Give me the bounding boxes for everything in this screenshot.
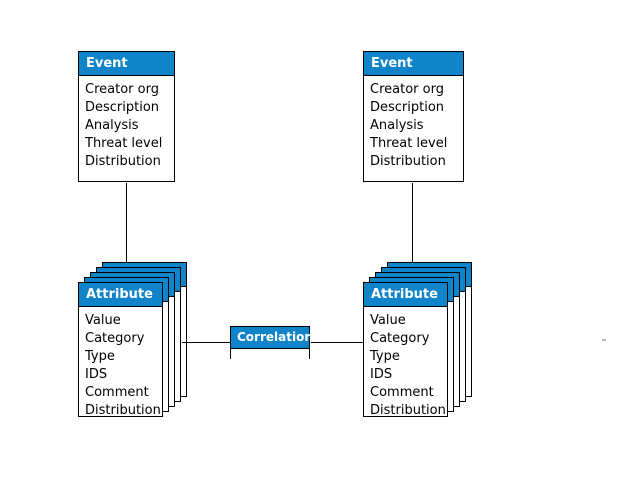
entity-field: Description [85,100,160,115]
entity-field: Description [370,100,445,115]
entity-field: Analysis [370,118,424,133]
entity-field: Type [85,349,115,364]
entity-field: Analysis [85,118,139,133]
entity-header-event: Event [79,52,174,76]
entity-field: Distribution [370,154,446,169]
relation-box-correlation[interactable]: Correlation [230,326,313,360]
entity-field: Threat level [370,136,448,151]
entity-header-attribute: Attribute [364,283,447,307]
entity-field: Distribution [85,154,161,169]
entity-header-attribute: Attribute [79,283,162,307]
entity-field: Category [85,331,145,346]
relation-body [231,349,309,360]
entity-field: Threat level [85,136,163,151]
entity-field: Distribution [85,403,161,418]
entity-field: IDS [370,367,393,382]
stray-mark [602,339,606,341]
entity-field: Type [370,349,400,364]
entity-field: Value [85,313,121,328]
entity-field: Distribution [370,403,446,418]
connector-correlation-to-attribute-right [311,342,363,343]
connector-attribute-left-to-correlation [182,342,230,343]
connector-event-left-to-attribute-left [126,183,127,263]
entity-field: Comment [85,385,149,400]
entity-field: Comment [370,385,434,400]
entity-field: Creator org [85,82,159,97]
entity-field: Creator org [370,82,444,97]
entity-header-event: Event [364,52,463,76]
entity-field: Category [370,331,430,346]
entity-field: IDS [85,367,108,382]
connector-event-right-to-attribute-right [412,183,413,263]
entity-field: Value [370,313,406,328]
relation-header-correlation: Correlation [231,327,313,349]
